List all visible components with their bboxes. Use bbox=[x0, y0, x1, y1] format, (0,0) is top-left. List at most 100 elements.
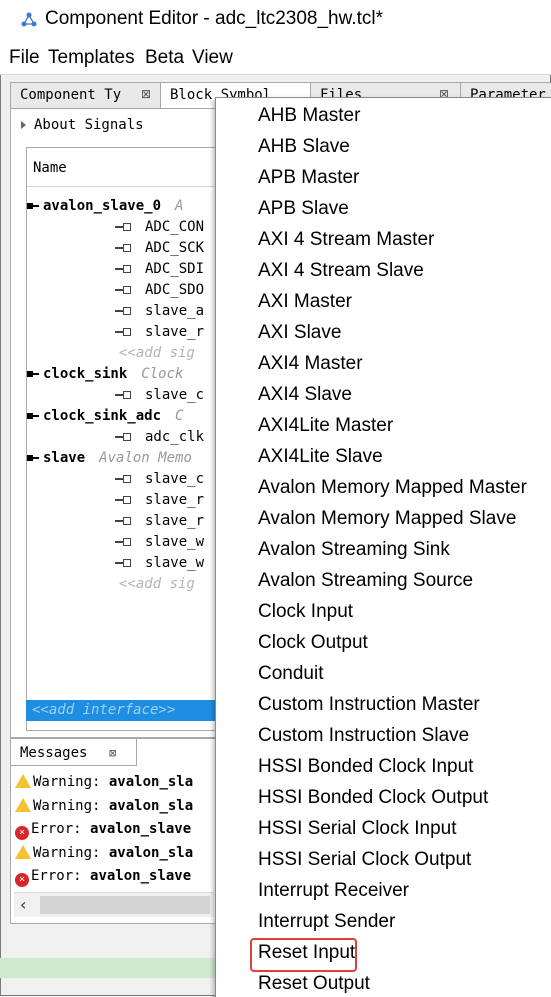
menu-beta[interactable]: Beta bbox=[145, 47, 185, 68]
signal-row[interactable]: slave_c bbox=[115, 469, 204, 490]
interface-type: Avalon Memo bbox=[99, 450, 192, 466]
warning-icon bbox=[15, 797, 31, 812]
add-interface-row[interactable]: <<add interface>> bbox=[26, 700, 226, 721]
dropdown-option[interactable]: AXI4Lite Slave bbox=[258, 446, 383, 467]
highlight-box bbox=[250, 938, 357, 972]
about-signals-label: About Signals bbox=[34, 117, 144, 133]
title-bar: Component Editor - adc_ltc2308_hw.tcl* bbox=[0, 0, 551, 42]
dropdown-option[interactable]: AXI 4 Stream Slave bbox=[258, 260, 424, 281]
signal-row[interactable]: slave_r bbox=[115, 511, 204, 532]
menu-file[interactable]: File bbox=[9, 47, 40, 68]
tab-label: Component Ty bbox=[20, 87, 122, 103]
dropdown-option[interactable]: Avalon Memory Mapped Master bbox=[258, 477, 527, 498]
dropdown-option[interactable]: Avalon Streaming Sink bbox=[258, 539, 450, 560]
message-text: avalon_slave bbox=[90, 821, 192, 837]
dropdown-option[interactable]: AXI Master bbox=[258, 291, 352, 312]
signal-port-icon bbox=[115, 537, 131, 547]
scroll-left-icon[interactable]: ‹ bbox=[20, 895, 27, 914]
dropdown-option[interactable]: Clock Input bbox=[258, 601, 354, 622]
dropdown-option[interactable]: Reset Output bbox=[258, 973, 370, 994]
signal-port-icon bbox=[115, 495, 131, 505]
message-row[interactable]: Warning: avalon_sla bbox=[15, 842, 193, 865]
signal-name: adc_clk bbox=[145, 429, 205, 445]
signal-row[interactable]: slave_c bbox=[115, 385, 204, 406]
dropdown-option[interactable]: AXI4 Master bbox=[258, 353, 363, 374]
add-signal-label: <<add sig bbox=[119, 576, 195, 592]
close-tab-icon[interactable]: ⊠ bbox=[141, 87, 152, 101]
menu-templates[interactable]: Templates bbox=[48, 47, 135, 68]
signal-port-icon bbox=[115, 474, 131, 484]
dropdown-option[interactable]: AXI4Lite Master bbox=[258, 415, 394, 436]
dropdown-option[interactable]: Clock Output bbox=[258, 632, 368, 653]
warning-icon bbox=[15, 844, 31, 859]
add-signal-row[interactable]: <<add sig bbox=[119, 574, 195, 595]
dropdown-option[interactable]: HSSI Serial Clock Input bbox=[258, 818, 457, 839]
message-row[interactable]: ×Error: avalon_slave bbox=[15, 818, 191, 841]
dropdown-option[interactable]: Avalon Memory Mapped Slave bbox=[258, 508, 517, 529]
interface-type: Clock bbox=[141, 366, 184, 382]
dropdown-option[interactable]: Custom Instruction Master bbox=[258, 694, 480, 715]
signal-port-icon bbox=[115, 243, 131, 253]
dropdown-option[interactable]: APB Master bbox=[258, 167, 360, 188]
signal-port-icon bbox=[115, 285, 131, 295]
tab-block-symbol[interactable]: Block Symbol bbox=[160, 82, 311, 108]
message-level: Warning: bbox=[33, 797, 101, 814]
message-row[interactable]: ×Error: avalon_slave bbox=[15, 865, 191, 888]
signal-row[interactable]: ADC_SDO bbox=[115, 280, 204, 301]
close-tab-icon[interactable]: ⊠ bbox=[439, 87, 450, 101]
signal-row[interactable]: slave_w bbox=[115, 532, 204, 553]
add-signal-row[interactable]: <<add sig bbox=[119, 343, 195, 364]
dropdown-option[interactable]: HSSI Bonded Clock Output bbox=[258, 787, 489, 808]
dropdown-option[interactable]: Custom Instruction Slave bbox=[258, 725, 470, 746]
dropdown-option[interactable]: Avalon Streaming Source bbox=[258, 570, 474, 591]
signal-row[interactable]: slave_w bbox=[115, 553, 204, 574]
window-title: Component Editor - adc_ltc2308_hw.tcl* bbox=[45, 8, 383, 29]
signal-row[interactable]: ADC_CON bbox=[115, 217, 204, 238]
message-row[interactable]: Warning: avalon_sla bbox=[15, 795, 193, 818]
interface-name: slave bbox=[43, 450, 86, 466]
signal-row[interactable]: ADC_SDI bbox=[115, 259, 204, 280]
interface-row[interactable]: clock_sink Clock bbox=[27, 364, 183, 385]
signal-name: slave_c bbox=[145, 471, 205, 487]
signal-row[interactable]: ADC_SCK bbox=[115, 238, 204, 259]
dropdown-option[interactable]: AXI 4 Stream Master bbox=[258, 229, 435, 250]
signal-row[interactable]: adc_clk bbox=[115, 427, 204, 448]
signal-port-icon bbox=[115, 327, 131, 337]
interface-icon bbox=[27, 202, 39, 210]
dropdown-option[interactable]: Interrupt Receiver bbox=[258, 880, 410, 901]
status-strip bbox=[0, 958, 215, 978]
signal-port-icon bbox=[115, 390, 131, 400]
expand-arrow-icon bbox=[21, 121, 26, 129]
dropdown-option[interactable]: HSSI Serial Clock Output bbox=[258, 849, 472, 870]
dropdown-option[interactable]: AHB Master bbox=[258, 105, 361, 126]
signal-port-icon bbox=[115, 306, 131, 316]
signal-name: slave_r bbox=[145, 324, 205, 340]
error-icon: × bbox=[15, 826, 29, 840]
interface-row[interactable]: slave Avalon Memo bbox=[27, 448, 192, 469]
tab-messages[interactable]: Messages ⊠ bbox=[11, 739, 137, 766]
about-signals-toggle[interactable]: About Signals bbox=[21, 117, 144, 133]
close-tab-icon[interactable]: ⊠ bbox=[109, 746, 117, 760]
menu-view[interactable]: View bbox=[192, 47, 233, 68]
dropdown-option[interactable]: AXI Slave bbox=[258, 322, 342, 343]
dropdown-option[interactable]: HSSI Bonded Clock Input bbox=[258, 756, 474, 777]
dropdown-option[interactable]: Conduit bbox=[258, 663, 324, 684]
tab-component-type[interactable]: Component Ty bbox=[10, 82, 161, 108]
signal-row[interactable]: slave_a bbox=[115, 301, 204, 322]
dropdown-option[interactable]: APB Slave bbox=[258, 198, 349, 219]
dropdown-option[interactable]: Interrupt Sender bbox=[258, 911, 396, 932]
signal-row[interactable]: slave_r bbox=[115, 490, 204, 511]
signal-name: slave_r bbox=[145, 513, 205, 529]
scrollbar-thumb[interactable] bbox=[40, 896, 210, 914]
interface-name: clock_sink bbox=[43, 366, 128, 382]
signal-row[interactable]: slave_r bbox=[115, 322, 204, 343]
dropdown-option[interactable]: AHB Slave bbox=[258, 136, 350, 157]
message-level: Error: bbox=[31, 868, 82, 884]
message-row[interactable]: Warning: avalon_sla bbox=[15, 771, 193, 794]
dropdown-option[interactable]: AXI4 Slave bbox=[258, 384, 352, 405]
horizontal-scrollbar[interactable]: ‹ bbox=[14, 892, 214, 917]
dropdown-option[interactable]: Reset Input bbox=[258, 942, 356, 963]
